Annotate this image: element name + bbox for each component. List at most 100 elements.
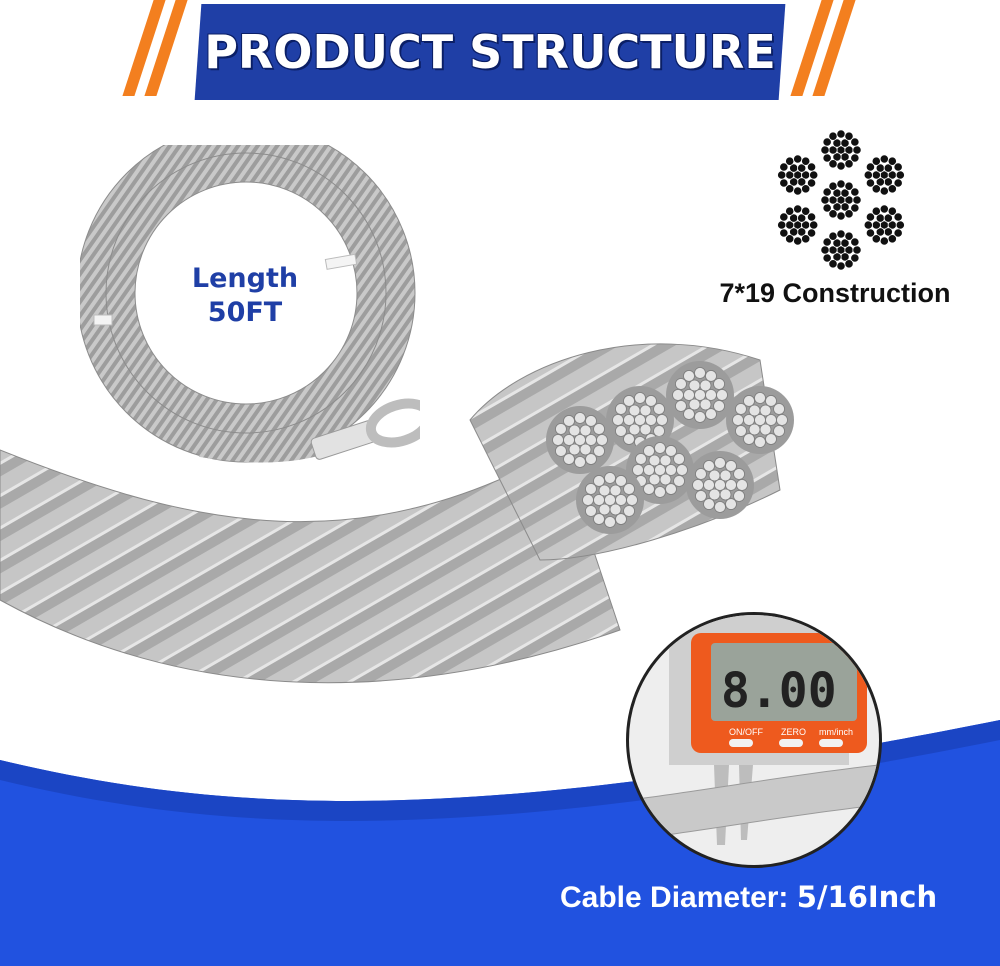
wire-cross-section bbox=[793, 236, 803, 246]
wire-cross-section bbox=[822, 153, 832, 163]
wire-cross-section bbox=[879, 236, 889, 246]
strand-end bbox=[626, 436, 694, 504]
wire-cross-section bbox=[806, 178, 817, 188]
wire-cross-section bbox=[789, 177, 799, 187]
caliper-zero-label: ZERO bbox=[781, 727, 806, 737]
wire-cross-section bbox=[797, 163, 807, 173]
wire-cross-section bbox=[893, 162, 903, 172]
wire-cross-section bbox=[836, 161, 846, 171]
wire-cross-section bbox=[777, 170, 787, 180]
wire-cross-section bbox=[828, 259, 838, 269]
strand-end bbox=[686, 451, 754, 519]
wire-cross-section bbox=[865, 212, 876, 222]
wire-cross-section bbox=[820, 145, 830, 155]
cable-coil-image bbox=[80, 145, 420, 463]
wire-cross-section bbox=[836, 261, 846, 271]
page-title: PRODUCT STRUCTURE bbox=[204, 25, 776, 79]
wire-cross-section bbox=[779, 162, 789, 172]
wire-cross-section bbox=[865, 178, 876, 188]
wire-cross-section bbox=[806, 162, 817, 172]
cable-closeup-image bbox=[0, 343, 794, 684]
strand-end bbox=[666, 361, 734, 429]
caliper-image: 8.00 ON/OFF ZERO mm/inch bbox=[629, 615, 879, 845]
wire-cross-section bbox=[844, 231, 854, 241]
wire-cross-section bbox=[893, 212, 903, 222]
wire-cross-section bbox=[844, 259, 854, 269]
wire-cross-section bbox=[836, 179, 846, 189]
caliper-unit-label: mm/inch bbox=[819, 727, 853, 737]
wire-cross-section bbox=[793, 204, 803, 214]
wire-cross-section bbox=[850, 153, 860, 163]
wire-cross-section bbox=[844, 209, 854, 219]
wire-cross-section bbox=[806, 212, 817, 222]
wire-cross-section bbox=[879, 204, 889, 214]
wire-cross-section bbox=[785, 156, 795, 166]
construction-cross-section-diagram bbox=[777, 129, 905, 271]
construction-label: 7*19 Construction bbox=[719, 278, 951, 308]
wire-cross-section bbox=[840, 188, 850, 198]
wire-cross-section bbox=[809, 170, 819, 180]
wire-cross-section bbox=[832, 252, 842, 262]
wire-cross-section bbox=[850, 203, 860, 213]
wire-cross-section bbox=[828, 131, 838, 141]
cable-diameter-value: 5/16Inch bbox=[796, 880, 938, 914]
wire-cross-section bbox=[887, 184, 897, 194]
wire-cross-section bbox=[895, 170, 905, 180]
wire-cross-section bbox=[806, 228, 817, 238]
wire-cross-section bbox=[871, 184, 881, 194]
caliper-display-value: 8.00 bbox=[721, 663, 837, 719]
wire-cross-section bbox=[871, 234, 881, 244]
wire-cross-section bbox=[836, 211, 846, 221]
wire-cross-section bbox=[840, 238, 850, 248]
wire-cross-section bbox=[852, 195, 862, 205]
wire-cross-section bbox=[779, 178, 789, 188]
wire-cross-section bbox=[887, 206, 897, 216]
cable-diameter-prefix: Cable Diameter: bbox=[560, 881, 797, 914]
cable-diameter-label: Cable Diameter: 5/16Inch bbox=[560, 880, 980, 924]
wire-cross-section bbox=[828, 209, 838, 219]
wire-cross-section bbox=[828, 181, 838, 191]
wire-cross-section bbox=[820, 245, 830, 255]
wire-cross-section bbox=[893, 178, 903, 188]
wire-cross-section bbox=[863, 220, 873, 230]
wire-cross-section bbox=[850, 137, 860, 147]
wire-cross-section bbox=[840, 138, 850, 148]
strand-end bbox=[726, 386, 794, 454]
wire-cross-section bbox=[879, 186, 889, 196]
wire-cross-section bbox=[850, 237, 860, 247]
wire-cross-section bbox=[844, 159, 854, 169]
wire-cross-section bbox=[801, 156, 811, 166]
wire-cross-section bbox=[883, 163, 893, 173]
wire-cross-section bbox=[863, 170, 873, 180]
strand-end bbox=[606, 386, 674, 454]
wire-cross-section bbox=[850, 187, 860, 197]
wire-cross-section bbox=[850, 253, 860, 263]
caliper-magnifier: 8.00 ON/OFF ZERO mm/inch bbox=[626, 612, 882, 868]
wire-cross-section bbox=[801, 206, 811, 216]
wire-cross-section bbox=[887, 156, 897, 166]
length-label-line2: 50FT bbox=[207, 297, 283, 328]
wire-cross-section bbox=[828, 159, 838, 169]
wire-cross-section bbox=[793, 154, 803, 164]
wire-cross-section bbox=[785, 206, 795, 216]
wire-cross-section bbox=[844, 131, 854, 141]
wire-cross-section bbox=[797, 213, 807, 223]
length-label: Length 50FT bbox=[160, 262, 330, 330]
wire-cross-section bbox=[777, 220, 787, 230]
length-label-line1: Length bbox=[191, 263, 299, 294]
wire-cross-section bbox=[820, 195, 830, 205]
wire-cross-section bbox=[822, 203, 832, 213]
wire-cross-section bbox=[879, 154, 889, 164]
wire-cross-section bbox=[871, 206, 881, 216]
wire-cross-section bbox=[836, 129, 846, 139]
wire-cross-section bbox=[801, 184, 811, 194]
strand-end bbox=[546, 406, 614, 474]
wire-cross-section bbox=[779, 212, 789, 222]
strand-end bbox=[576, 466, 644, 534]
wire-cross-section bbox=[852, 145, 862, 155]
wire-cross-section bbox=[832, 152, 842, 162]
wire-cross-section bbox=[865, 162, 876, 172]
wire-cross-section bbox=[895, 220, 905, 230]
wire-cross-section bbox=[875, 227, 885, 237]
